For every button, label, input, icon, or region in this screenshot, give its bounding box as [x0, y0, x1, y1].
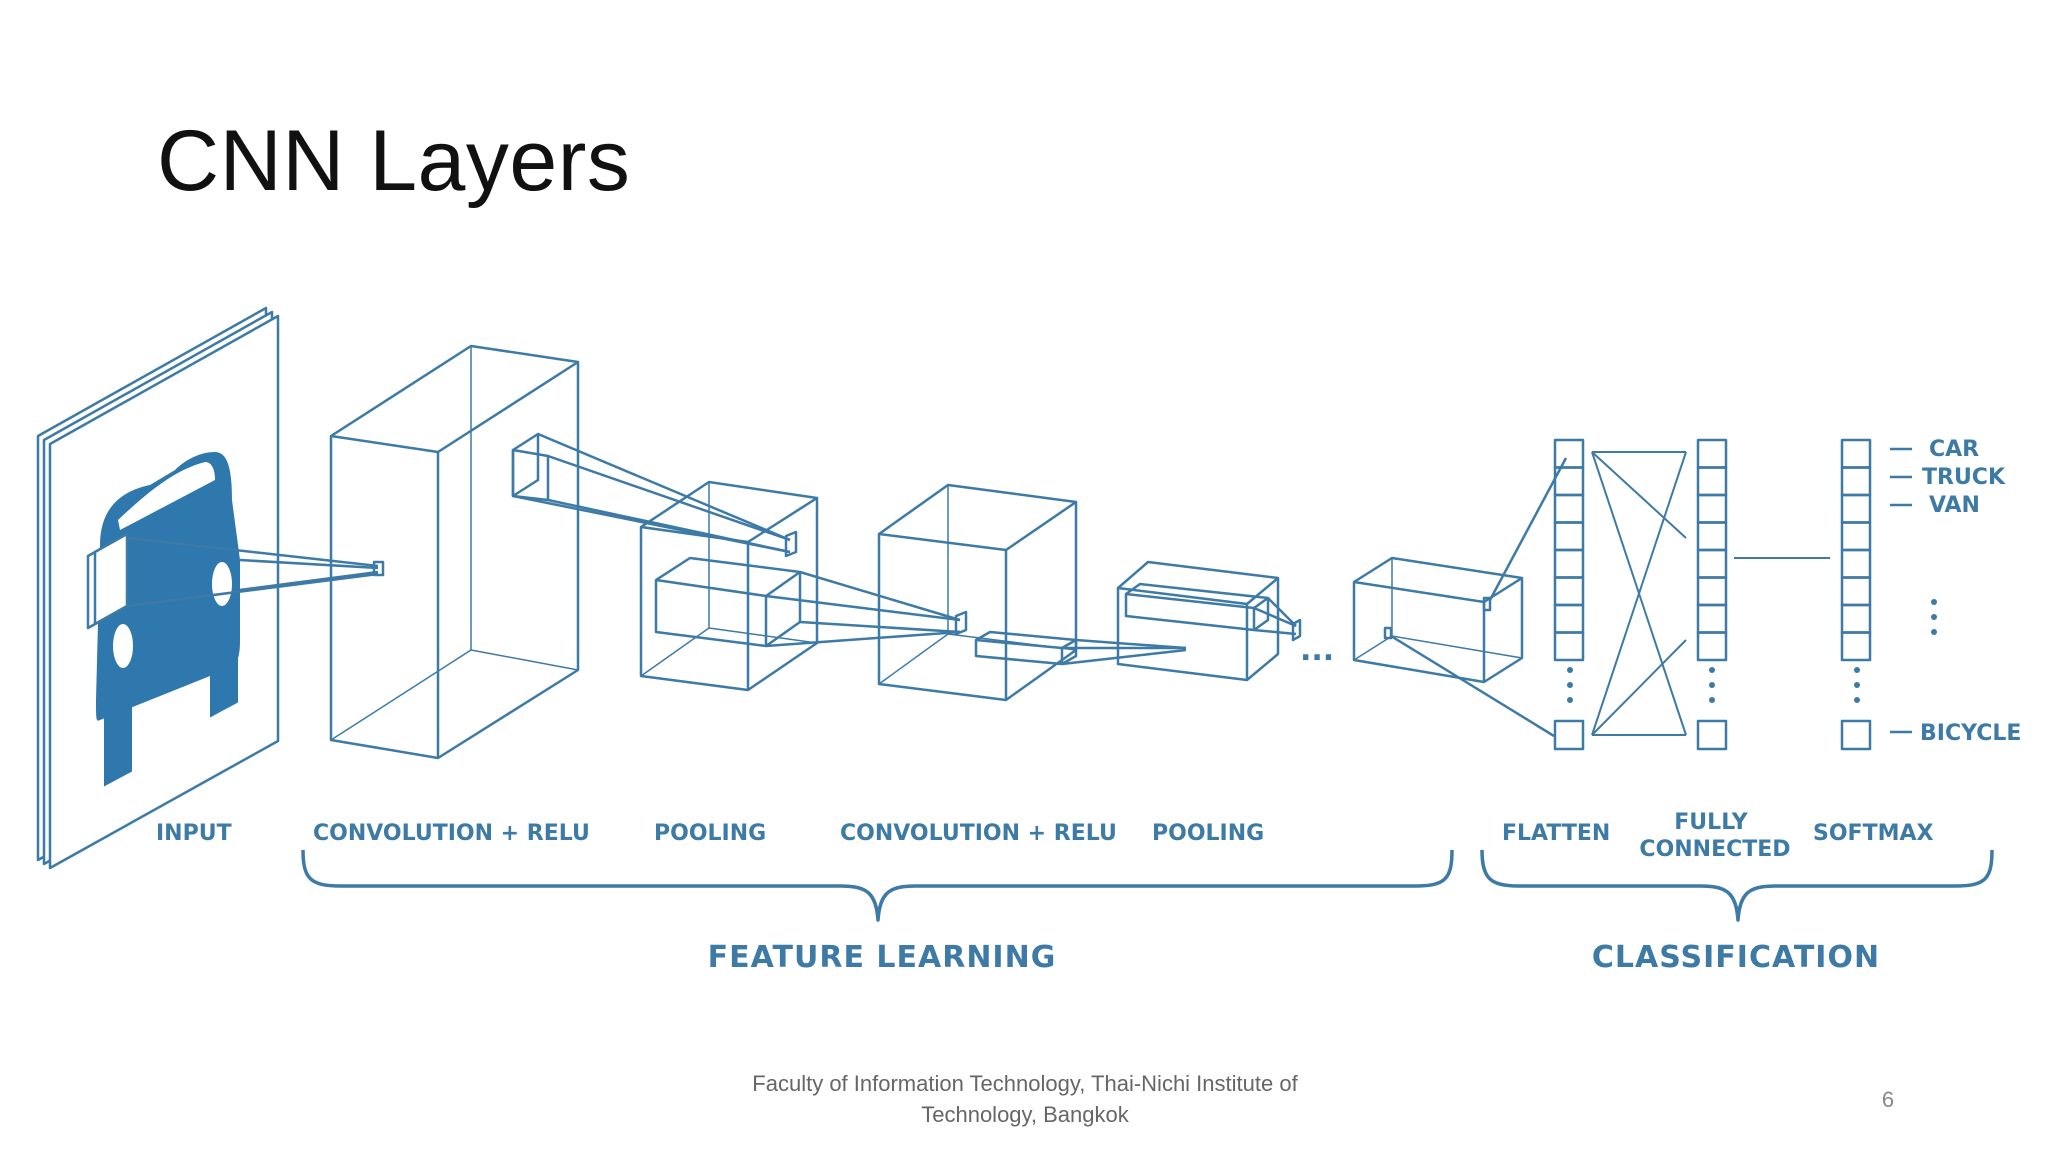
stage-label-input: INPUT: [156, 821, 232, 846]
classification-brace: [1480, 849, 1994, 922]
flatten-column: [1553, 438, 1585, 751]
fc-unit: [1696, 603, 1728, 634]
pool2-volume: [1116, 560, 1302, 682]
fully-connected-column: [1696, 438, 1728, 751]
fc-unit: [1696, 493, 1728, 524]
class-label-bicycle: BICYCLE: [1920, 721, 2021, 746]
fc-unit: [1696, 576, 1728, 607]
stage-label-pool1: POOLING: [654, 821, 766, 846]
class-label-car: CAR: [1929, 437, 1979, 462]
softmax-unit: [1840, 603, 1872, 634]
layers-ellipsis: ...: [1300, 633, 1334, 668]
input-projection-lines: [126, 536, 385, 608]
softmax-unit: [1840, 493, 1872, 524]
softmax-last-unit: [1840, 719, 1872, 751]
fc-unit: [1696, 548, 1728, 579]
slide-footer: Faculty of Information Technology, Thai-…: [752, 1071, 1298, 1127]
fc-unit: [1696, 466, 1728, 497]
flatten-unit: [1553, 521, 1585, 552]
vertical-ellipsis-dots: [1567, 599, 1937, 703]
softmax-unit: [1840, 438, 1872, 469]
group-label-classification: CLASSIFICATION: [1592, 940, 1880, 975]
stage-label-fully-connected-line1: FULLY: [1674, 810, 1749, 835]
softmax-unit: [1840, 521, 1872, 552]
softmax-unit: [1840, 466, 1872, 497]
flatten-unit: [1553, 493, 1585, 524]
feature-learning-brace: [301, 849, 1454, 922]
fc-connections: [1591, 451, 1830, 736]
conv1-volume: [329, 344, 798, 760]
page-number: 6: [1881, 1087, 1895, 1112]
stage-label-conv2: CONVOLUTION + RELU: [840, 821, 1117, 846]
class-label-van: VAN: [1929, 493, 1980, 518]
stage-label-flatten: FLATTEN: [1502, 821, 1610, 846]
flatten-unit: [1553, 576, 1585, 607]
fc-unit: [1696, 631, 1728, 662]
stage-label-conv1: CONVOLUTION + RELU: [313, 821, 590, 846]
stage-label-softmax: SOFTMAX: [1813, 821, 1934, 846]
stage-label-fully-connected-line2: CONNECTED: [1639, 837, 1790, 862]
stage-label-pool2: POOLING: [1152, 821, 1264, 846]
input-receptive-field: [86, 532, 129, 630]
output-ticks: [1890, 447, 1912, 734]
fc-unit: [1696, 438, 1728, 469]
pool1-volume: [639, 480, 968, 692]
softmax-column: [1840, 438, 1872, 751]
softmax-unit: [1840, 576, 1872, 607]
flatten-last-unit: [1553, 719, 1585, 751]
final-feature-volume: [1352, 457, 1568, 738]
conv2-volume: [877, 483, 1187, 702]
fc-last-unit: [1696, 719, 1728, 751]
softmax-unit: [1840, 548, 1872, 579]
group-label-feature-learning: FEATURE LEARNING: [708, 940, 1057, 975]
class-label-truck: TRUCK: [1922, 465, 2006, 490]
flatten-unit: [1553, 438, 1585, 469]
slide-title: CNN Layers: [157, 113, 631, 209]
flatten-unit: [1553, 548, 1585, 579]
softmax-unit: [1840, 631, 1872, 662]
flatten-unit: [1553, 631, 1585, 662]
flatten-unit: [1553, 603, 1585, 634]
fc-unit: [1696, 521, 1728, 552]
